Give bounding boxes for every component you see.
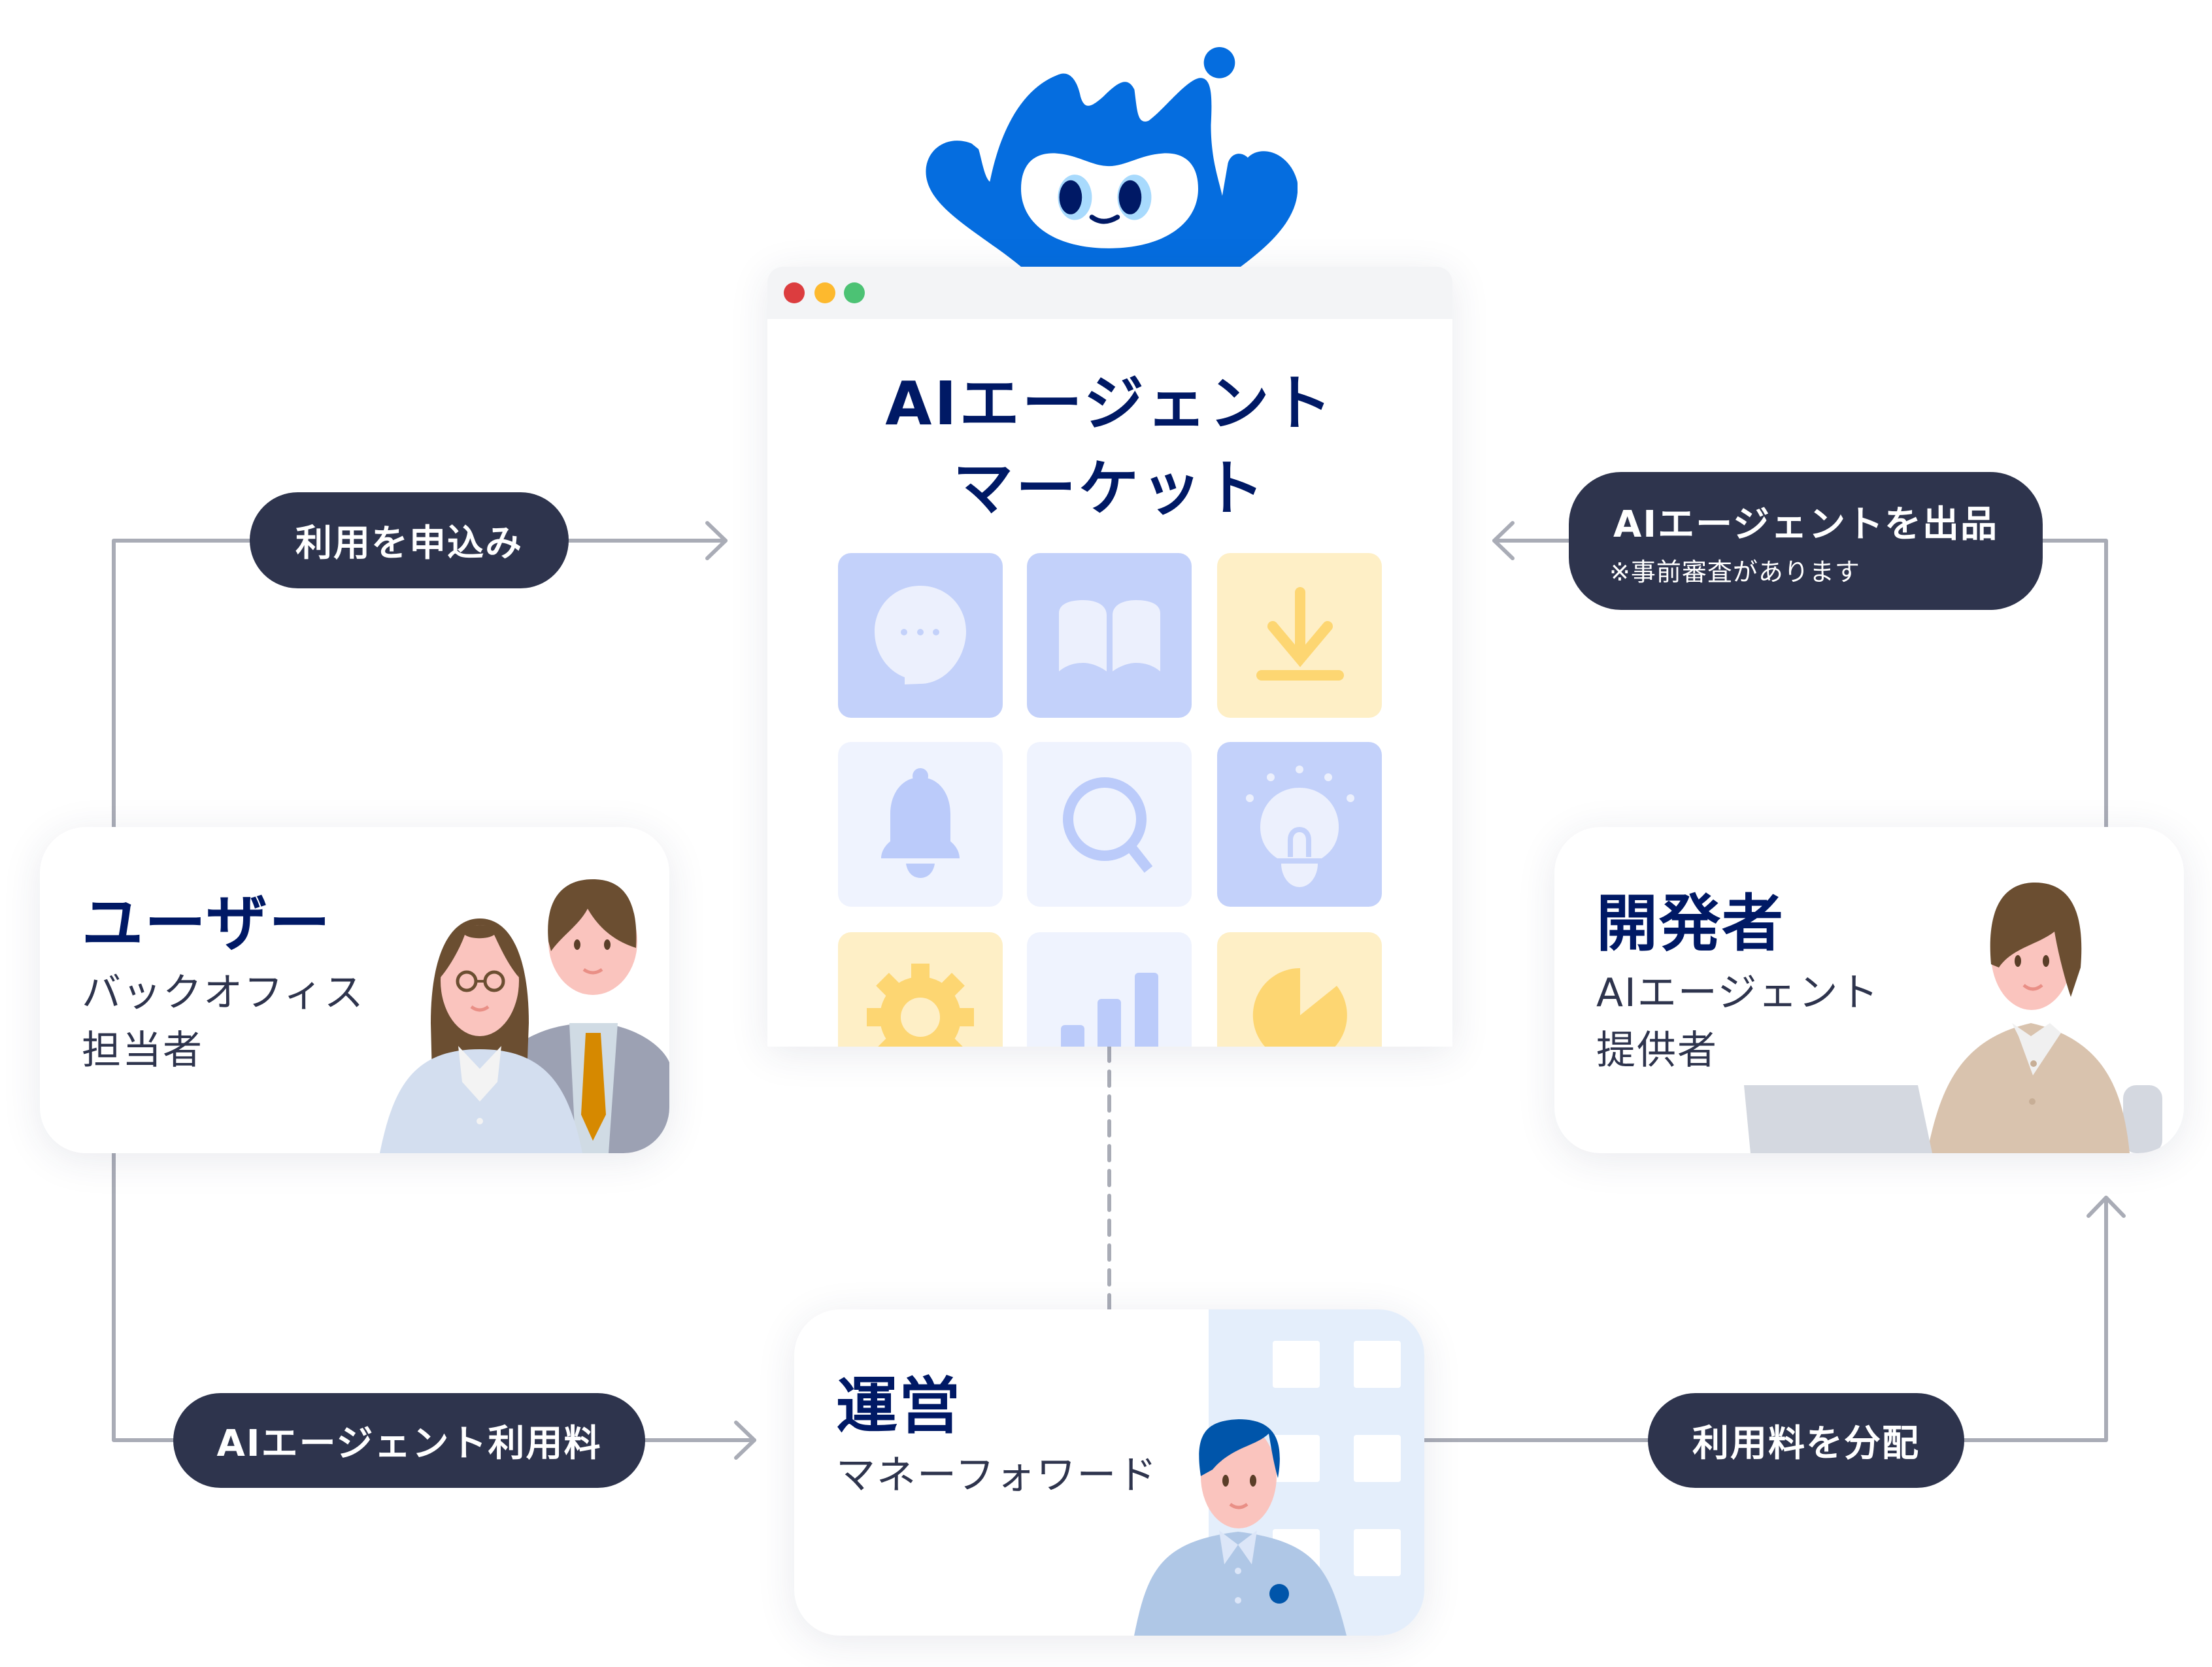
- laptop: [1744, 1085, 1932, 1153]
- user-title: ユーザー: [82, 888, 332, 960]
- apply-arrow-icon: [705, 521, 728, 560]
- gear-icon: [867, 964, 974, 1047]
- developer-card: 開発者 AIエージェント 提供者: [1554, 827, 2184, 1153]
- tile-pie-chart: [1217, 932, 1382, 1047]
- mascot-dot: [1203, 47, 1235, 78]
- tile-search: [1027, 742, 1192, 907]
- window-minimize-dot: [814, 282, 835, 303]
- user-role: バックオフィス 担当者: [82, 964, 365, 1079]
- bell-icon: [881, 768, 960, 878]
- market-title-line2: マーケット: [952, 454, 1267, 524]
- publish-label: AIエージェントを出品: [1613, 503, 1999, 546]
- company-logo-badge: [1269, 1584, 1289, 1604]
- publish-flow-label: AIエージェントを出品 ※事前審査があります: [1569, 472, 2043, 610]
- back-office-staff-illustration: [380, 879, 669, 1153]
- tile-book: [1027, 553, 1192, 718]
- fee-arrow-icon: [734, 1421, 756, 1460]
- market-title-line1: AIエージェント: [885, 369, 1335, 439]
- developer-title: 開発者: [1596, 888, 1785, 960]
- download-icon: [1256, 587, 1344, 681]
- user-role-line2: 担当者: [82, 1028, 203, 1073]
- tile-lightbulb: [1217, 742, 1382, 907]
- developer-role: AIエージェント 提供者: [1596, 964, 1880, 1079]
- window-title-bar: [767, 267, 1452, 319]
- user-card: ユーザー バックオフィス 担当者: [40, 827, 669, 1153]
- publish-note: ※事前審査があります: [1609, 557, 1860, 586]
- mascot-smile: [1089, 214, 1120, 224]
- publish-arrow-icon: [1492, 521, 1515, 560]
- developer-role-line2: 提供者: [1596, 1028, 1718, 1073]
- operator-company: マネーフォワード: [836, 1453, 1158, 1498]
- lightbulb-icon: [1246, 766, 1354, 887]
- operator-title: 運営: [836, 1371, 962, 1442]
- apply-flow-label: 利用を申込み: [250, 492, 569, 588]
- tile-bell: [838, 742, 1003, 907]
- mascot-eye-left: [1059, 180, 1082, 214]
- search-icon: [1063, 777, 1153, 873]
- fee-flow-label: AIエージェント利用料: [173, 1393, 645, 1488]
- window-close-dot: [784, 282, 805, 303]
- tile-chat: [838, 553, 1003, 718]
- mascot-face: [1021, 153, 1198, 248]
- mascot-eye-right: [1118, 180, 1142, 214]
- developer-illustration: [1744, 883, 2162, 1153]
- book-icon: [1059, 600, 1160, 671]
- mascot-logo: [926, 47, 1298, 267]
- tile-bar-chart: [1027, 932, 1192, 1047]
- distribute-arrow-icon: [2086, 1196, 2126, 1218]
- ai-agent-market-window: AIエージェント マーケット: [767, 267, 1452, 1047]
- distribute-flow-label: 利用料を分配: [1648, 1393, 1964, 1488]
- fee-label: AIエージェント利用料: [216, 1423, 602, 1465]
- tile-download: [1217, 553, 1382, 718]
- apply-label: 利用を申込み: [295, 522, 523, 565]
- pie-chart-icon: [1252, 968, 1347, 1047]
- distribute-label: 利用料を分配: [1692, 1423, 1920, 1465]
- operator-illustration: [1134, 1309, 1424, 1636]
- window-maximize-dot: [844, 282, 865, 303]
- operator-card: 運営 マネーフォワード: [794, 1309, 1424, 1636]
- chat-bubble-icon: [875, 586, 966, 684]
- tile-gear: [838, 932, 1003, 1047]
- developer-role-line1: AIエージェント: [1596, 970, 1880, 1016]
- bar-chart-icon: [1061, 973, 1158, 1047]
- user-role-line1: バックオフィス: [82, 970, 365, 1016]
